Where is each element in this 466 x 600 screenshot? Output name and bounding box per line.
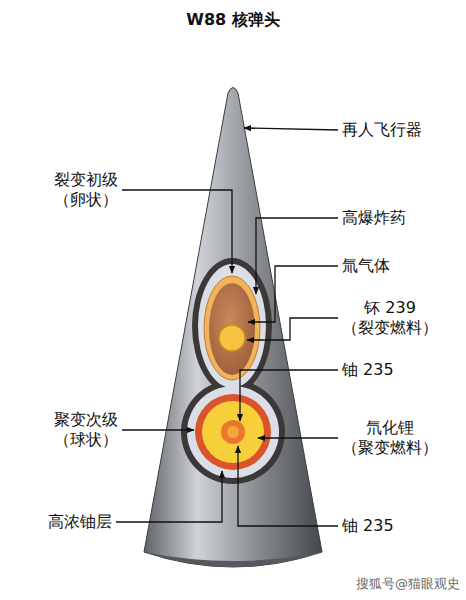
- reentry-cone: [144, 88, 322, 568]
- leader-line: [248, 266, 338, 322]
- part-label: 高爆炸药: [342, 208, 406, 228]
- part-label: 再人飞行器: [342, 120, 422, 140]
- leader-line: [122, 429, 194, 430]
- plutonium-pit: [219, 325, 245, 351]
- sparkplug: [221, 420, 245, 444]
- high-explosive: [204, 276, 260, 380]
- primary-core: [209, 283, 255, 375]
- sparkplug-core: [227, 426, 239, 438]
- leader-line: [116, 471, 222, 522]
- lithium-deuteride: [202, 401, 264, 463]
- leader-line: [122, 190, 232, 273]
- radiation-case: [187, 386, 279, 478]
- part-label: 高浓铀层: [48, 512, 112, 532]
- diagram-title: W88 核弹头: [186, 10, 279, 30]
- cone-base: [144, 552, 322, 567]
- part-label: 裂变初级 （卵状）: [54, 170, 118, 210]
- leader-line: [258, 437, 338, 438]
- leader-line: [238, 446, 338, 526]
- part-label: 氘化锂 （聚变燃料）: [342, 418, 438, 458]
- watermark: 搜狐号@猫眼观史: [356, 576, 460, 592]
- leader-line: [244, 128, 338, 130]
- cutaway: [192, 258, 272, 394]
- cutaway: [181, 380, 285, 484]
- part-label: 钚 239 （裂变燃料）: [342, 298, 438, 338]
- leader-line: [247, 318, 338, 340]
- leader-line: [240, 370, 338, 421]
- part-label: 铀 235: [342, 516, 394, 536]
- leader-line: [256, 218, 338, 294]
- part-label: 铀 235: [342, 360, 394, 380]
- part-label: 聚变次级 （球状）: [54, 410, 118, 450]
- part-label: 氚气体: [342, 256, 390, 276]
- uranium-layer: [195, 394, 271, 470]
